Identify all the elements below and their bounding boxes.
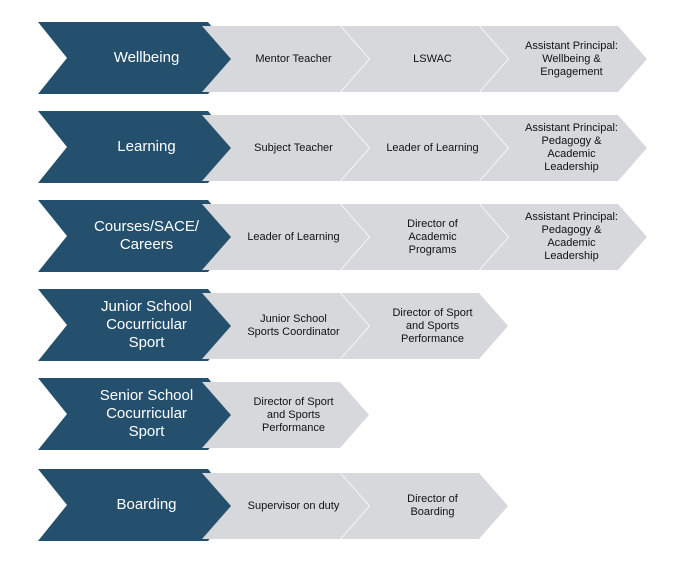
row-head-boarding: Boarding [38,469,237,541]
row-step-label: Leader of Learning [247,230,340,243]
row-head-courses-sace-careers: Courses/SACE/ Careers [38,200,237,272]
row-step-label: Junior School Sports Coordinator [247,313,340,338]
row-step-label: Assistant Principal: Pedagogy & Academic… [525,211,618,262]
row-step-label: LSWAC [413,52,452,65]
row-step-label: Director of Sport and Sports Performance [392,306,473,345]
row-head-learning: Learning [38,111,237,183]
row-step: Director of Sport and Sports Performance [202,382,369,448]
row-step-label: Leader of Learning [386,141,479,154]
row-step-label: Mentor Teacher [255,52,332,65]
row-head-label: Senior School Cocurricular Sport [99,387,194,440]
row-step-label: Supervisor on duty [247,499,340,512]
row-head-label: Learning [117,138,176,155]
row-head-label: Junior School Cocurricular Sport [101,298,192,351]
row-step: Assistant Principal: Wellbeing & Engagem… [480,26,647,92]
row-head-senior-school-cocurricular-sport: Senior School Cocurricular Sport [38,378,237,450]
row-step-label: Director of Academic Programs [407,217,458,256]
row-step-label: Subject Teacher [254,141,333,154]
row-step-label: Assistant Principal: Wellbeing & Engagem… [525,39,618,78]
row-head-junior-school-cocurricular-sport: Junior School Cocurricular Sport [38,289,237,361]
row-step-label: Assistant Principal: Pedagogy & Academic… [525,122,618,173]
row-head-label: Boarding [116,496,177,513]
row-head-wellbeing: Wellbeing [38,22,237,94]
row-head-label: Wellbeing [113,49,180,66]
row-head-label: Courses/SACE/ Careers [93,218,200,253]
row-step: Leader of Learning [341,115,508,181]
row-step-label: Director of Boarding [407,493,458,518]
row-step-label: Director of Sport and Sports Performance [253,395,334,434]
